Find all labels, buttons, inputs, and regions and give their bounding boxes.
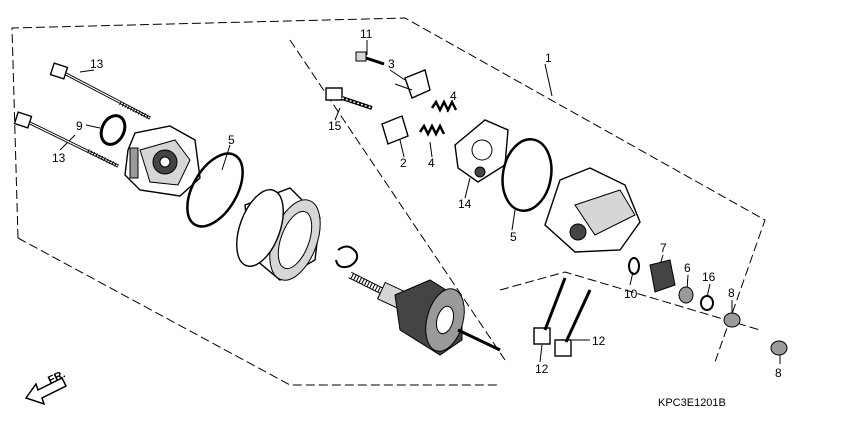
flange-bolt-12-right xyxy=(554,289,592,357)
callout-15: 15 xyxy=(328,119,342,133)
washer-10 xyxy=(628,257,640,275)
callout-5-right: 5 xyxy=(510,230,517,244)
callout-4-upper: 4 xyxy=(450,89,457,103)
callout-8-lower: 8 xyxy=(775,366,782,380)
spring-4-lower xyxy=(418,123,446,137)
front-cover xyxy=(124,125,201,197)
callout-12-left: 12 xyxy=(535,362,549,376)
callout-11: 11 xyxy=(360,27,373,41)
callout-2: 2 xyxy=(400,156,407,170)
callout-13-upper: 13 xyxy=(90,57,104,71)
callout-9: 9 xyxy=(76,119,83,133)
callout-1: 1 xyxy=(545,51,552,65)
insulator-7 xyxy=(649,259,676,293)
nut-8-lower xyxy=(770,340,788,356)
spring-4-upper xyxy=(430,99,458,113)
washer-16 xyxy=(700,295,714,311)
nut-8-upper xyxy=(723,312,741,328)
motor-case xyxy=(236,187,321,281)
through-bolt-lower xyxy=(13,111,119,168)
diagram-part-code: KPC3E1201B xyxy=(658,397,726,409)
callout-16: 16 xyxy=(702,270,716,284)
callout-labels: 1 11 3 4 15 2 4 14 5 5 9 13 13 7 10 6 16… xyxy=(52,27,782,380)
brush-holder-14 xyxy=(454,119,509,183)
terminal-bolt-15 xyxy=(325,87,373,110)
flange-bolt-12-left xyxy=(533,277,567,345)
armature xyxy=(348,271,501,356)
front-direction-arrow-icon xyxy=(24,376,68,406)
o-ring-9 xyxy=(99,114,127,146)
callout-8-upper: 8 xyxy=(728,286,735,300)
seal-ring-5-right xyxy=(501,138,553,212)
seal-ring-5-left xyxy=(186,152,244,228)
snap-clip xyxy=(335,245,359,269)
callout-4-lower: 4 xyxy=(428,156,435,170)
callout-10: 10 xyxy=(624,287,638,301)
callout-3: 3 xyxy=(388,57,395,71)
callout-14: 14 xyxy=(458,197,472,211)
brush-3 xyxy=(394,69,431,99)
brush-2 xyxy=(381,115,409,145)
callout-13-lower: 13 xyxy=(52,151,66,165)
assembly-outline xyxy=(11,17,766,386)
washer-6 xyxy=(678,286,694,304)
callout-6: 6 xyxy=(684,261,691,275)
callout-5-left: 5 xyxy=(228,133,235,147)
through-bolt-upper xyxy=(49,62,151,120)
callout-12-right: 12 xyxy=(592,334,606,348)
callout-7: 7 xyxy=(660,241,667,255)
screw-11 xyxy=(355,51,385,66)
rear-cover xyxy=(544,167,641,253)
